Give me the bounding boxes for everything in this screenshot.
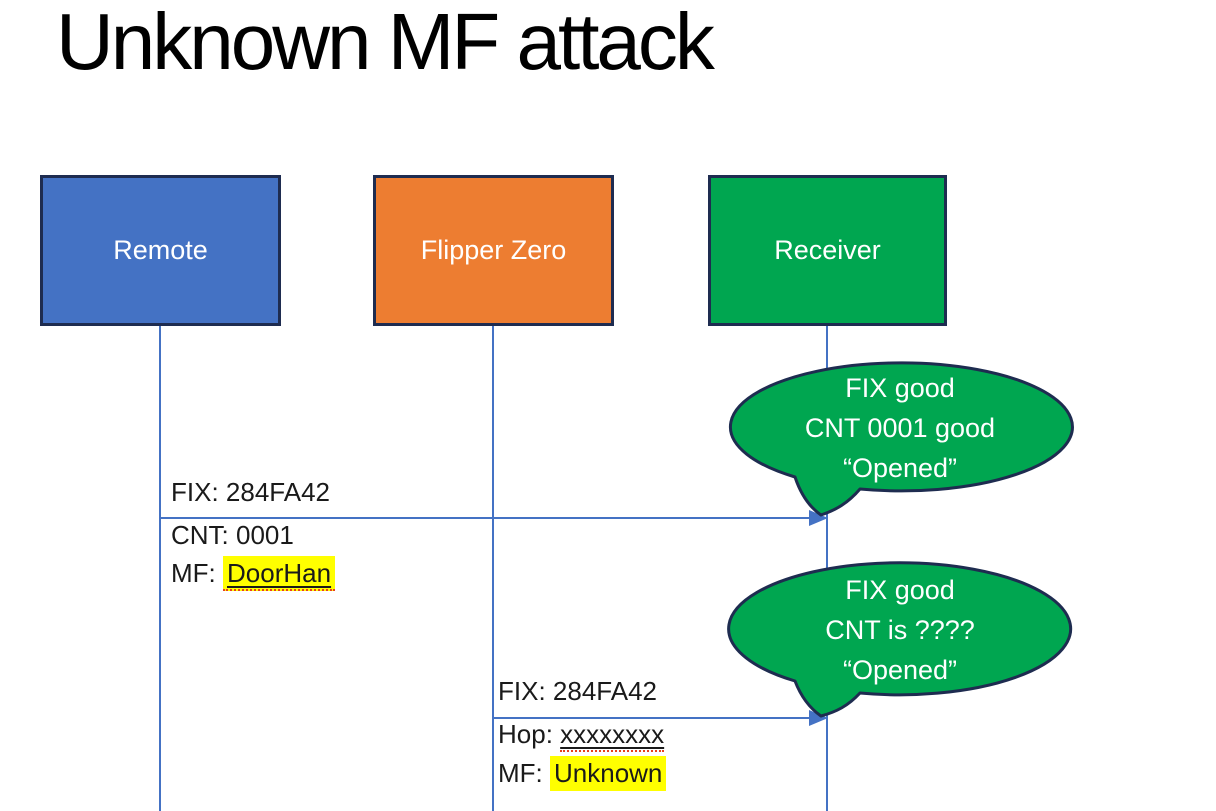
message-1-mf-label: MF: DoorHan: [171, 556, 336, 591]
callout-1-line-1: FIX good: [845, 373, 955, 403]
actor-label-remote: Remote: [113, 235, 208, 265]
message-2-hop-value-underlined: xxxxxxxx: [560, 719, 665, 752]
message-1-cnt-prefix: CNT:: [171, 520, 236, 550]
message-arrow-1-line: [160, 517, 810, 519]
actor-box-receiver: Receiver: [708, 175, 947, 326]
message-1-fix-label: FIX: 284FA42: [171, 477, 330, 507]
message-2-mf-prefix: MF:: [498, 758, 550, 788]
actor-box-flipper-zero: Flipper Zero: [373, 175, 614, 326]
message-arrow-1-head-icon: [809, 510, 828, 526]
receiver-callout-1-text: FIX good CNT 0001 good “Opened”: [728, 368, 1072, 488]
receiver-callout-2-text: FIX good CNT is ???? “Opened”: [728, 570, 1072, 690]
message-1-mf-prefix: MF:: [171, 558, 223, 588]
message-1-cnt-label: CNT: 0001: [171, 519, 294, 551]
callout-1-line-3: “Opened”: [842, 453, 958, 483]
message-arrow-2-line: [493, 717, 810, 719]
message-2-fix-label: FIX: 284FA42: [498, 676, 657, 706]
actor-label-flipper-zero: Flipper Zero: [420, 235, 567, 265]
message-2-hop-label: Hop: xxxxxxxx: [498, 718, 665, 752]
message-2-hop-prefix: Hop:: [498, 719, 561, 749]
callout-2-line-3: “Opened”: [842, 655, 958, 685]
message-2-mf-label: MF: Unknown: [498, 756, 667, 791]
actor-label-receiver: Receiver: [774, 235, 881, 265]
message-1-mf-value-highlighted: DoorHan: [223, 556, 336, 591]
message-2-mf-value-highlighted: Unknown: [550, 756, 667, 791]
callout-2-line-2: CNT is ????: [825, 615, 975, 645]
lifeline-flipper-zero: [492, 326, 494, 811]
message-1-cnt-value: 0001: [236, 520, 294, 550]
lifeline-remote: [159, 326, 161, 811]
callout-1-line-2: CNT 0001 good: [804, 413, 996, 443]
message-arrow-2-head-icon: [809, 710, 828, 726]
actor-box-remote: Remote: [40, 175, 281, 326]
slide-title: Unknown MF attack: [56, 0, 715, 86]
callout-2-line-1: FIX good: [845, 575, 955, 605]
